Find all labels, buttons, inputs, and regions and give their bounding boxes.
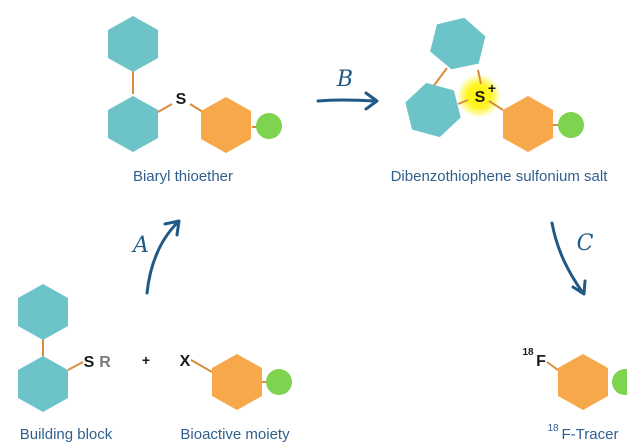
sulfonium-bond-left (457, 99, 469, 105)
biaryl-thioether-structure: S (108, 16, 282, 153)
building-block-s-bond (67, 361, 84, 371)
arrow-a-shaft (145, 220, 180, 295)
sulfonium-sulfur-atom: S (475, 89, 486, 106)
arrow-b (316, 91, 379, 111)
building-block-top-ring (18, 284, 68, 340)
arrow-b-shaft (316, 98, 377, 103)
building-block-ring-bottom (108, 96, 158, 152)
bioactive-moiety-dot (266, 369, 292, 395)
step-a-label: A (131, 233, 149, 258)
sulfonium-bond-right (488, 100, 504, 111)
arrow-c-head (571, 279, 587, 296)
bioactive-ring (201, 97, 251, 153)
arrow-c (550, 221, 587, 296)
caption-building-block: Building block (20, 426, 113, 442)
building-block-bottom-ring (18, 356, 68, 412)
bioactive-dot-2 (558, 112, 584, 138)
ring-ring-bond (431, 67, 448, 89)
step-c-label: C (577, 231, 594, 256)
sulfonium-glow (457, 74, 501, 118)
thioether-bond-left (157, 103, 173, 113)
sr-r-group: R (99, 354, 111, 371)
caption-sulfonium-salt: Dibenzothiophene sulfonium salt (391, 168, 609, 185)
sulfonium-salt-structure: S + (405, 17, 584, 152)
dibenzo-ring-top (430, 17, 486, 70)
tracer-structure: 18 F (522, 347, 627, 410)
thioether-bond-right (189, 103, 204, 113)
tracer-dot (612, 369, 627, 395)
x-bond (190, 359, 213, 373)
fluorine-mass-number: 18 (522, 347, 534, 358)
sulfur-atom: S (176, 91, 187, 108)
dibenzo-ring-left (405, 82, 461, 138)
caption-tracer-name: F-Tracer (562, 426, 619, 442)
sr-sulfur-atom: S (84, 354, 95, 371)
plus-operator: + (142, 352, 150, 368)
caption-biaryl-thioether: Biaryl thioether (133, 168, 233, 185)
bioactive-moiety-ring (212, 354, 262, 410)
building-block-structure: S R (18, 284, 111, 412)
fluorine-bond (546, 361, 559, 371)
arrow-a (145, 219, 181, 295)
sulfonium-positive-charge: + (488, 80, 496, 96)
bioactive-moiety-structure: X (180, 353, 292, 410)
leaving-group-x: X (180, 353, 191, 370)
tracer-ring (558, 354, 608, 410)
caption-tracer-mass: 18 (547, 423, 559, 434)
arrow-a-head (163, 219, 181, 237)
bioactive-dot (256, 113, 282, 139)
arrow-c-shaft (550, 221, 585, 295)
arrow-b-head (364, 91, 379, 111)
step-b-label: B (336, 67, 353, 92)
bioactive-ring-2 (503, 96, 553, 152)
fluorine-atom: F (536, 353, 546, 370)
sulfonium-bond-top (477, 69, 482, 85)
caption-bioactive-moiety: Bioactive moiety (180, 426, 290, 442)
building-block-ring-top (108, 16, 158, 72)
